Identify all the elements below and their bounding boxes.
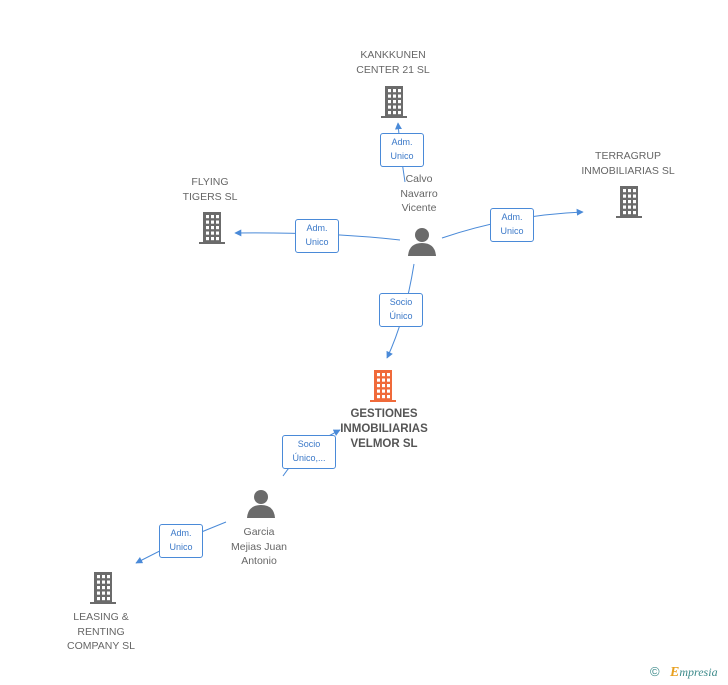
building-icon-terragrup[interactable] xyxy=(616,186,642,218)
node-label-flying-tigers[interactable]: FLYING TIGERS SL xyxy=(182,176,238,203)
node-label-leasing[interactable]: LEASING & RENTING COMPANY SL xyxy=(67,611,135,652)
brand-initial: E xyxy=(670,665,680,680)
building-icon-leasing[interactable] xyxy=(90,572,116,604)
icons xyxy=(90,86,642,604)
building-icon-kankkunen[interactable] xyxy=(381,86,407,118)
building-icon-flying-tigers[interactable] xyxy=(199,212,225,244)
node-label-terragrup[interactable]: TERRAGRUP INMOBILIARIAS SL xyxy=(581,150,675,177)
copyright-icon: © xyxy=(650,664,660,679)
node-label-calvo[interactable]: Calvo Navarro Vicente xyxy=(400,173,438,214)
edge-badge-calvo-gestiones[interactable]: Socio Único xyxy=(379,293,423,327)
node-label-garcia[interactable]: Garcia Mejias Juan Antonio xyxy=(230,526,288,567)
edge-badge-calvo-flying[interactable]: Adm. Unico xyxy=(295,219,339,253)
edge-badge-garcia-gestiones[interactable]: Socio Único,... xyxy=(282,435,336,469)
person-icon-garcia[interactable] xyxy=(247,490,275,518)
brand-rest: mpresia xyxy=(679,665,718,679)
node-label-gestiones[interactable]: GESTIONES INMOBILIARIAS VELMOR SL xyxy=(340,408,428,450)
person-icon-calvo[interactable] xyxy=(408,228,436,256)
node-label-kankkunen[interactable]: KANKKUNEN CENTER 21 SL xyxy=(356,49,430,76)
edge-badge-garcia-leasing[interactable]: Adm. Unico xyxy=(159,524,203,558)
empresia-logo[interactable]: Empresia xyxy=(670,665,718,681)
edge-badge-calvo-terragrup[interactable]: Adm. Unico xyxy=(490,208,534,242)
edge-badge-calvo-kankkunen[interactable]: Adm. Unico xyxy=(380,133,424,167)
building-icon-gestiones[interactable] xyxy=(370,370,396,402)
